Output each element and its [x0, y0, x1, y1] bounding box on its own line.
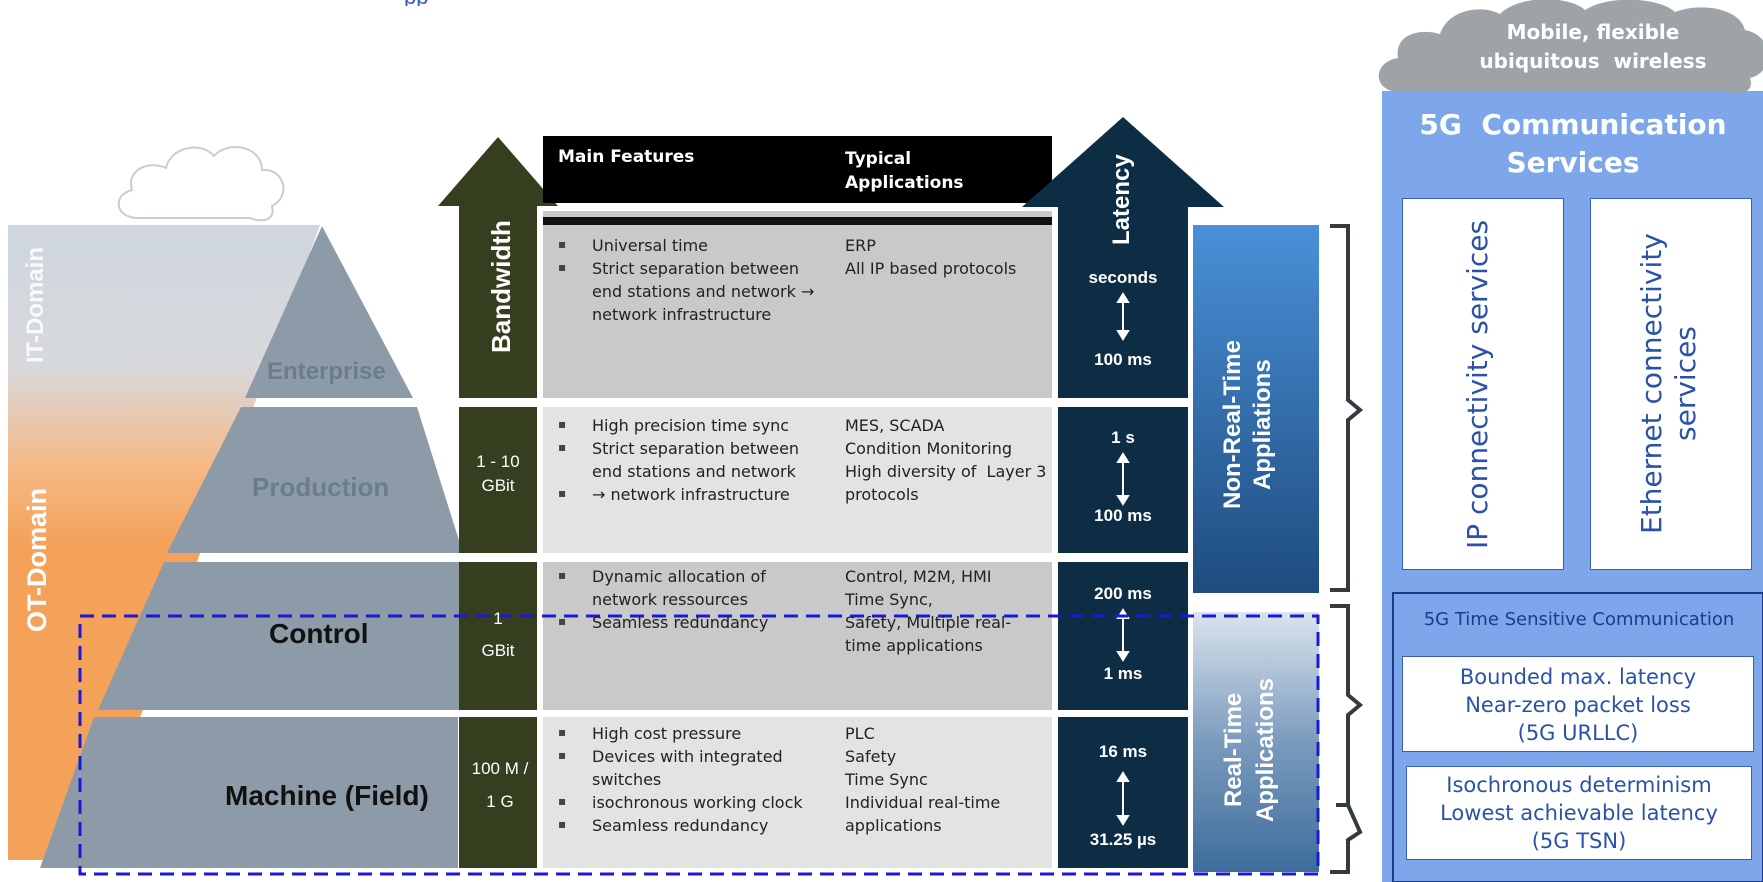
feature-item: Dynamic allocation of network ressources [546, 564, 826, 611]
feature-item: → network infrastructure [546, 482, 826, 506]
ip-connectivity-label: IP connectivity services [1461, 219, 1494, 549]
real-time-box [1193, 612, 1319, 872]
row-2-applications: MES, SCADA Condition Monitoring High div… [845, 416, 1047, 504]
latency-row-2-bottom: 100 ms [1094, 506, 1152, 525]
row-3-applications: Control, M2M, HMI Time Sync, Safety, Mul… [845, 567, 1012, 655]
cloud-label: Mobile, flexible ubiquitous wireless [1479, 20, 1707, 73]
wireless-cloud-icon [1378, 0, 1763, 94]
level-machine-label: Machine (Field) [225, 780, 429, 811]
level-production: Production [252, 472, 390, 502]
bandwidth-machine: 100 M / 1 G [471, 759, 529, 811]
feature-item: High precision time sync [546, 413, 826, 437]
non-real-time-label: Non-Real-Time Appliations [1219, 340, 1276, 510]
pyramid-production [167, 407, 463, 553]
non-real-time-box [1193, 225, 1319, 593]
urllc-line: Near-zero packet loss [1465, 693, 1691, 717]
row-4-applications: PLC Safety Time Sync Individual real-tim… [845, 724, 1001, 835]
feature-item: Seamless redundancy [546, 813, 826, 837]
tsn-line: Isochronous determinism [1446, 773, 1712, 797]
latency-row-1-top: seconds [1088, 268, 1158, 287]
latency-row-3-top: 200 ms [1094, 584, 1152, 603]
bandwidth-arrow [438, 137, 558, 868]
feature-item: Devices with integrated switches [546, 744, 826, 791]
tsn-line: (5G TSN) [1531, 829, 1627, 853]
latency-arrow [1022, 117, 1224, 868]
tsn-line: Lowest achievable latency [1440, 801, 1718, 825]
tsn-box: Isochronous determinism Lowest achievabl… [1406, 766, 1752, 860]
ip-connectivity-box: IP connectivity services [1402, 198, 1564, 570]
real-time-label: Real-Time Applications [1220, 678, 1279, 823]
non-real-time-brace [1330, 224, 1364, 592]
level-enterprise: Enterprise [267, 358, 386, 385]
urllc-box: Bounded max. latency Near-zero packet lo… [1402, 656, 1754, 752]
pyramid-control [98, 562, 510, 710]
it-domain-label: IT-Domain [22, 247, 49, 364]
services-title: 5G Communication Services [1419, 108, 1727, 179]
row-1-features: Universal time Strict separation between… [546, 233, 826, 326]
header-main-features: Main Features [558, 147, 695, 167]
level-machine: Machine (Field) [225, 780, 429, 812]
pyramid [40, 226, 510, 868]
ethernet-connectivity-box: Ethernet connectivity services [1590, 198, 1752, 570]
bandwidth-production: 1 - 10 GBit [476, 452, 520, 495]
urllc-line: Bounded max. latency [1459, 665, 1697, 689]
pyramid-enterprise [245, 226, 413, 398]
ethernet-connectivity-label: Ethernet connectivity services [1635, 233, 1702, 535]
row-2-features: High precision time sync Strict separati… [546, 413, 826, 506]
feature-item: Seamless redundancy [546, 610, 826, 634]
feature-item: Universal time [546, 233, 826, 257]
table-row-1-bar [543, 217, 1052, 225]
latency-row-4-bottom: 31.25 µs [1089, 830, 1157, 849]
feature-item: Strict separation between end stations a… [546, 436, 826, 483]
pyramid-machine [40, 717, 458, 868]
header-typical-applications: Typical Applications [845, 149, 964, 193]
row-3-features: Dynamic allocation of network ressources… [546, 564, 826, 634]
row-1-applications: ERP All IP based protocols [845, 236, 1017, 278]
latency-row-4-top: 16 ms [1098, 742, 1148, 761]
feature-item: High cost pressure [546, 721, 826, 745]
top-title-fragment: pp [404, 0, 474, 6]
feature-item: Strict separation between end stations a… [546, 256, 826, 326]
cloud-outline-icon [117, 146, 285, 222]
latency-range-arrows [1116, 292, 1130, 826]
latency-row-2-top: 1 s [1111, 428, 1135, 447]
real-time-brace [1330, 604, 1364, 874]
latency-title: Latency [1108, 154, 1135, 246]
ot-domain-label: OT-Domain [22, 488, 52, 633]
table-header-bg [543, 136, 1052, 203]
row-4-features: High cost pressure Devices with integrat… [546, 721, 826, 837]
level-control: Control [269, 618, 369, 649]
feature-item: isochronous working clock [546, 790, 826, 814]
latency-row-3-bottom: 1 ms [1103, 664, 1143, 683]
urllc-line: (5G URLLC) [1517, 721, 1639, 745]
tsc-title: 5G Time Sensitive Communication [1423, 609, 1735, 630]
bandwidth-title: Bandwidth [486, 220, 516, 354]
latency-row-1-bottom: 100 ms [1094, 350, 1152, 369]
bandwidth-control: 1 GBit [481, 609, 515, 660]
domain-band [8, 225, 320, 860]
